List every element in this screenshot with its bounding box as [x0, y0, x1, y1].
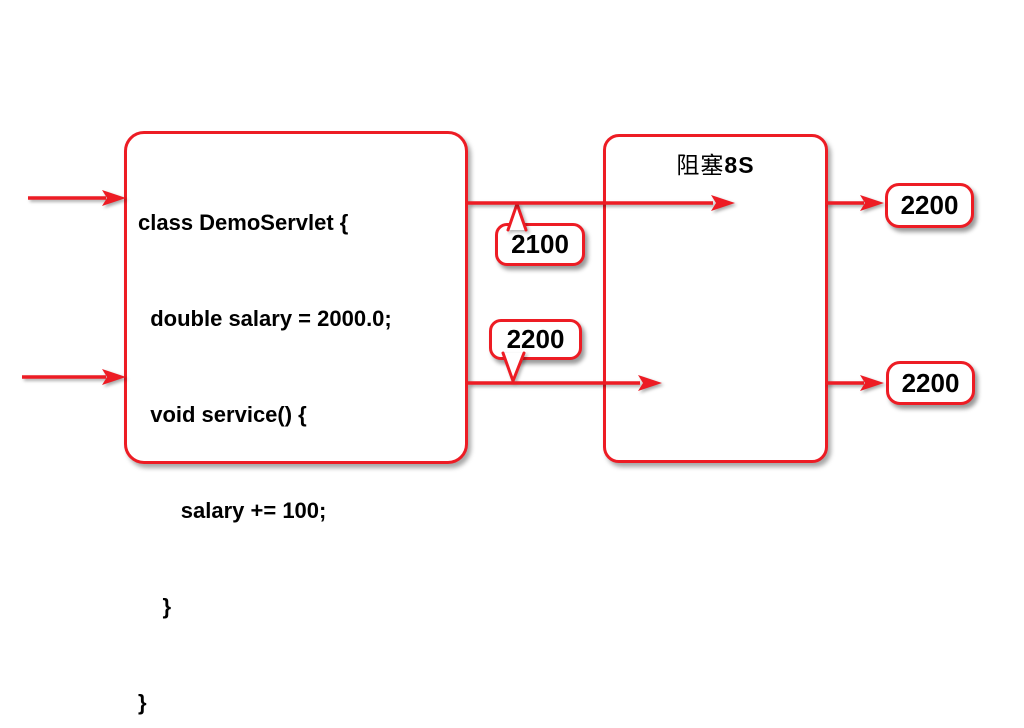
result-box-bottom: 2200: [886, 361, 975, 405]
code-block: class DemoServlet { double salary = 2000…: [138, 143, 392, 728]
result-box-top: 2200: [885, 183, 974, 228]
code-box: class DemoServlet { double salary = 2000…: [124, 131, 468, 715]
code-line: class DemoServlet {: [138, 210, 349, 235]
output-arrow-top-icon: [826, 195, 884, 211]
blocking-box: 阻塞8S: [603, 134, 828, 463]
input-arrow-bottom-icon: [22, 369, 126, 385]
callout-2100-label: 2100: [511, 229, 569, 259]
code-line: salary += 100;: [138, 498, 327, 523]
code-line: }: [138, 690, 147, 715]
blocking-box-title: 阻塞8S: [606, 146, 825, 180]
callout-2100: 2100: [495, 223, 585, 266]
code-line: void service() {: [138, 402, 307, 427]
output-arrow-bottom-icon: [826, 375, 884, 391]
result-top-label: 2200: [900, 190, 959, 220]
blocking-title-suffix: 8S: [724, 152, 755, 178]
input-arrow-top-icon: [28, 190, 126, 206]
code-line: double salary = 2000.0;: [138, 306, 392, 331]
code-line: }: [138, 594, 172, 619]
blocking-title-chinese: 阻塞: [676, 153, 725, 178]
result-bottom-label: 2200: [901, 367, 960, 398]
callout-2200-label: 2200: [506, 324, 565, 354]
callout-2200: 2200: [489, 319, 582, 360]
